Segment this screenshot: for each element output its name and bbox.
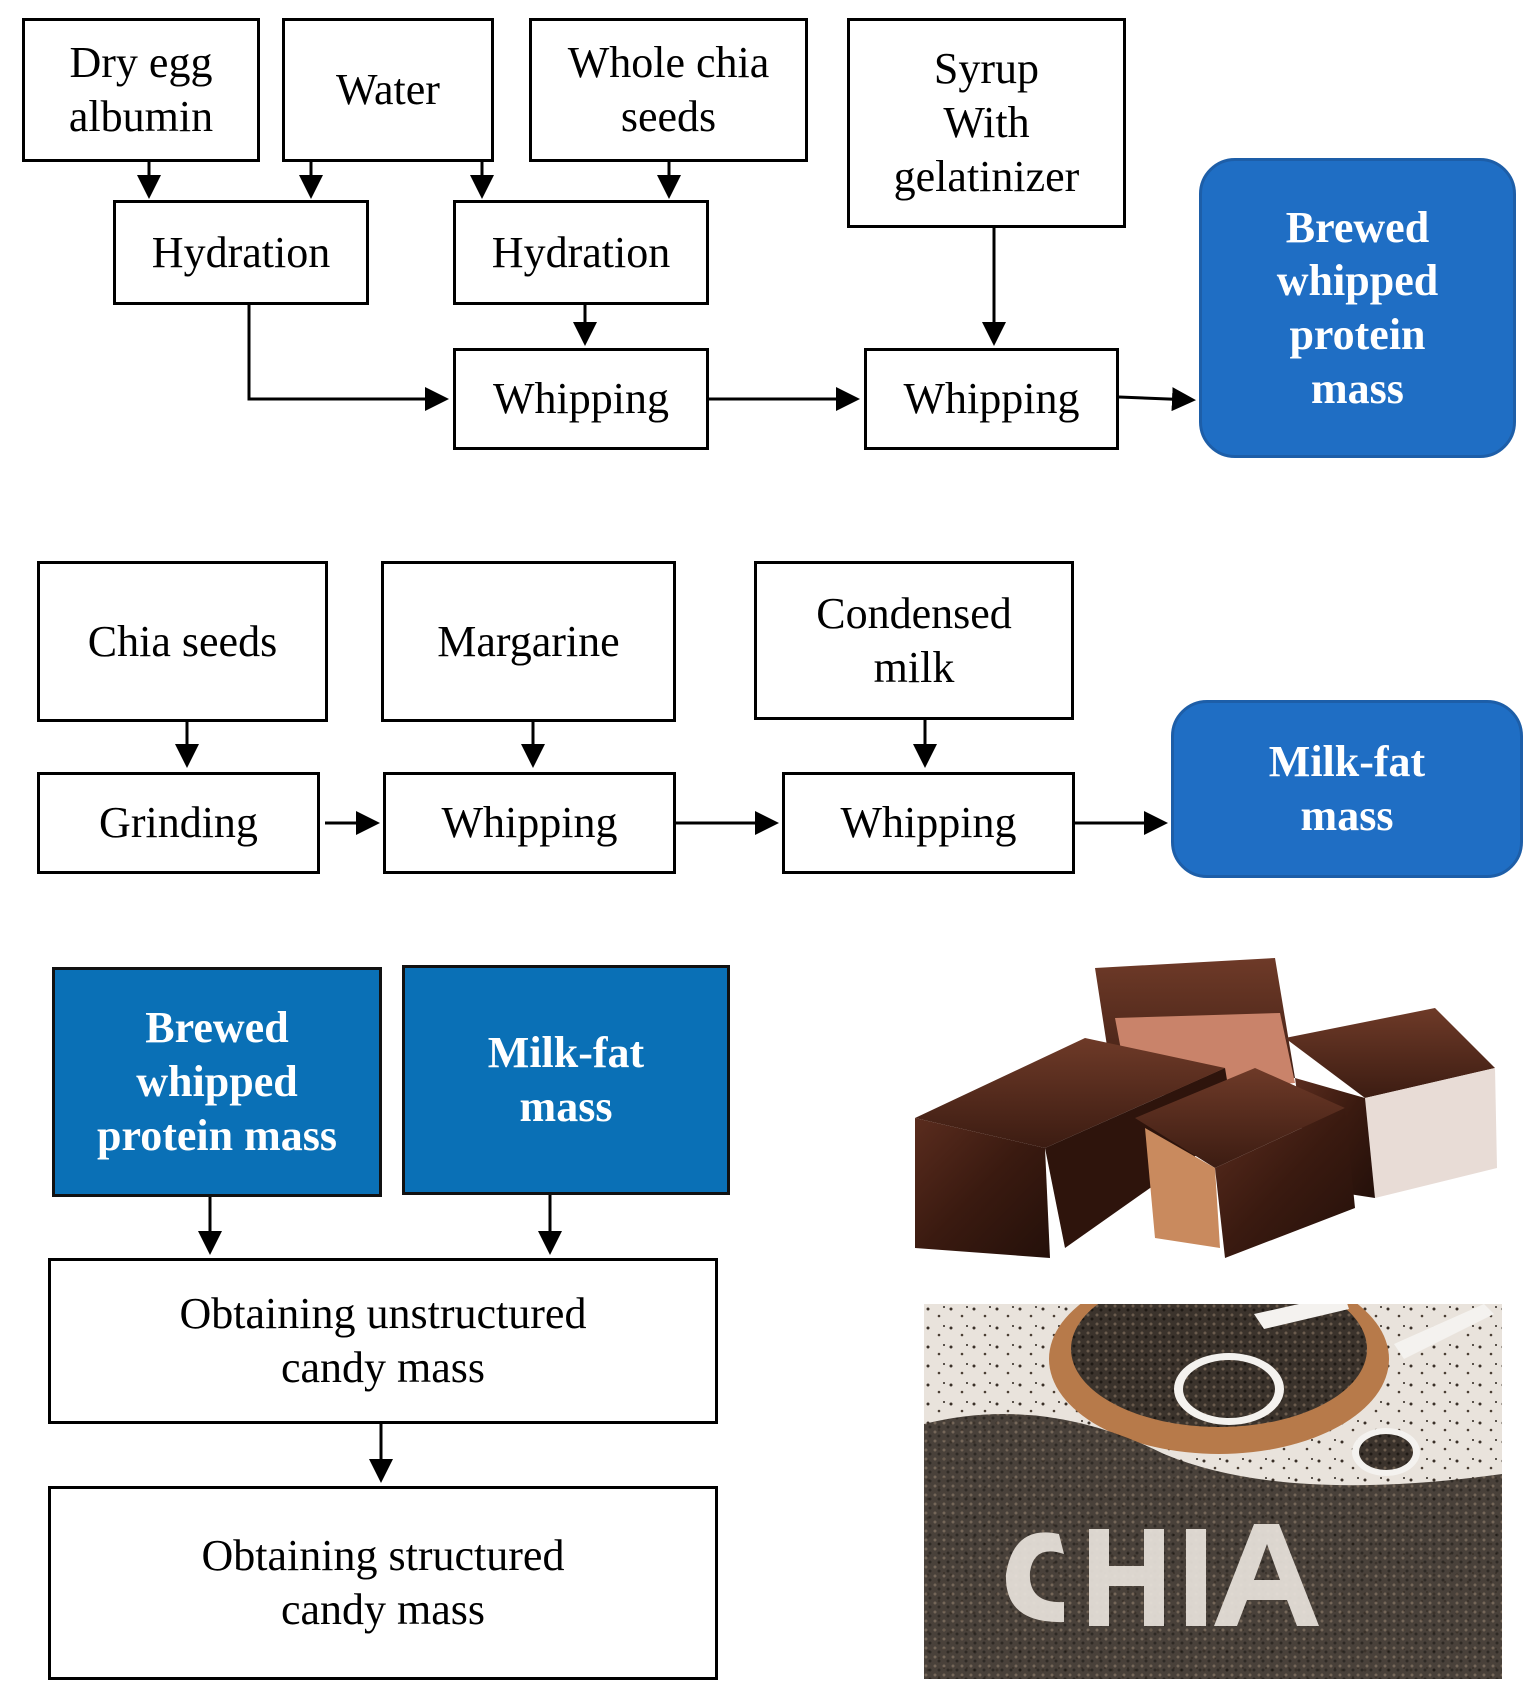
- hydration-box-2: Hydration: [453, 200, 709, 305]
- whipping-box-4: Whipping: [782, 772, 1075, 874]
- dry-egg-albumin-box: Dry egg albumin: [22, 18, 260, 162]
- grinding-box: Grinding: [37, 772, 320, 874]
- water-box: Water: [282, 18, 494, 162]
- brewed-whipped-protein-mass-input: Brewed whipped protein mass: [52, 967, 382, 1197]
- arrow-hydration1-to-whipping: [247, 305, 449, 411]
- whole-chia-seeds-box: Whole chia seeds: [529, 18, 808, 162]
- chia-seeds-box: Chia seeds: [37, 561, 328, 722]
- obtaining-structured-candy-mass-box: Obtaining structured candy mass: [48, 1486, 718, 1680]
- brewed-whipped-protein-mass-result: Brewed whipped protein mass: [1199, 158, 1516, 458]
- chia-seeds-photo: [924, 1304, 1502, 1679]
- milk-fat-mass-input: Milk-fat mass: [402, 965, 730, 1195]
- milk-fat-mass-result: Milk-fat mass: [1171, 700, 1523, 878]
- candy-photo: [915, 958, 1501, 1260]
- hydration-box-1: Hydration: [113, 200, 369, 305]
- whipping-box-1: Whipping: [453, 348, 709, 450]
- arrow-whipping2-to-result: [1118, 387, 1196, 412]
- syrup-box: Syrup With gelatinizer: [847, 18, 1126, 228]
- whipping-box-3: Whipping: [383, 772, 676, 874]
- condensed-milk-box: Condensed milk: [754, 561, 1074, 720]
- margarine-box: Margarine: [381, 561, 676, 722]
- whipping-box-2: Whipping: [864, 348, 1119, 450]
- obtaining-unstructured-candy-mass-box: Obtaining unstructured candy mass: [48, 1258, 718, 1424]
